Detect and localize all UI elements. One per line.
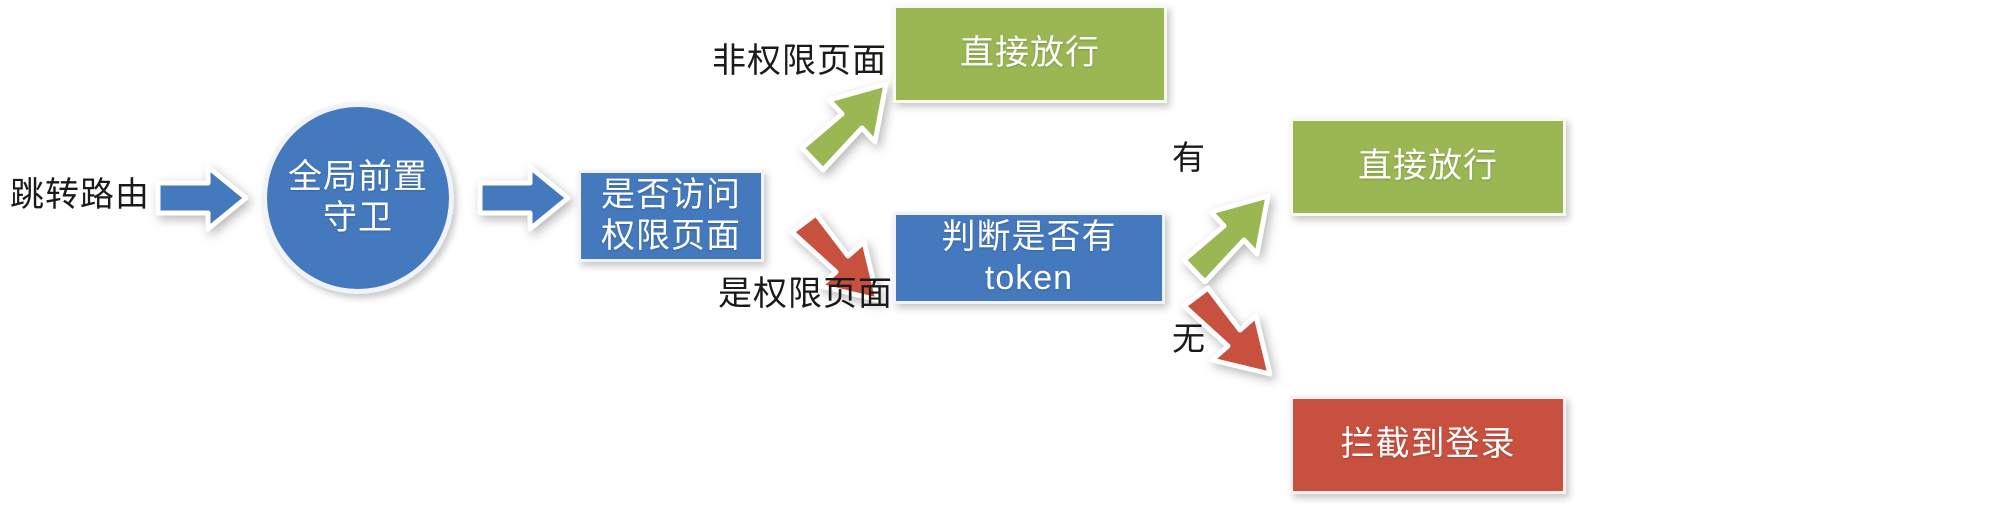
arrow-token-to-pass-icon <box>1178 190 1280 286</box>
node-global-guard-label: 全局前置 守卫 <box>280 157 436 240</box>
node-global-guard: 全局前置 守卫 <box>262 102 454 294</box>
edge-label-no-token: 无 <box>1172 320 1205 357</box>
edge-label-has-token: 有 <box>1172 139 1205 176</box>
node-check-auth-page-line2: 权限页面 <box>601 217 741 255</box>
arrow-check-to-token-icon <box>786 208 898 308</box>
arrow-guard-to-check-icon <box>477 163 571 233</box>
start-label: 跳转路由 <box>10 176 150 214</box>
node-block-login-label: 拦截到登录 <box>1340 425 1516 464</box>
arrow-start-to-guard-icon <box>155 163 249 233</box>
node-check-token: 判断是否有 token <box>893 212 1165 304</box>
node-check-token-label: 判断是否有 token <box>941 217 1117 297</box>
node-global-guard-line2: 守卫 <box>323 199 393 237</box>
node-pass-top-label: 直接放行 <box>960 34 1100 73</box>
node-block-login: 拦截到登录 <box>1290 396 1566 494</box>
node-check-auth-page: 是否访问 权限页面 <box>578 170 764 262</box>
arrow-check-to-pass-top-icon <box>796 78 898 176</box>
node-pass-right: 直接放行 <box>1290 118 1566 216</box>
arrow-token-to-block-icon <box>1178 282 1290 382</box>
node-pass-right-label: 直接放行 <box>1358 147 1498 186</box>
node-global-guard-line1: 全局前置 <box>288 157 428 196</box>
node-pass-top: 直接放行 <box>893 5 1167 103</box>
node-check-auth-page-line1: 是否访问 <box>601 175 741 214</box>
edge-label-is-auth-page: 是权限页面 <box>718 275 893 313</box>
node-check-auth-page-label: 是否访问 权限页面 <box>593 175 749 258</box>
edge-label-non-auth-page: 非权限页面 <box>712 42 887 80</box>
